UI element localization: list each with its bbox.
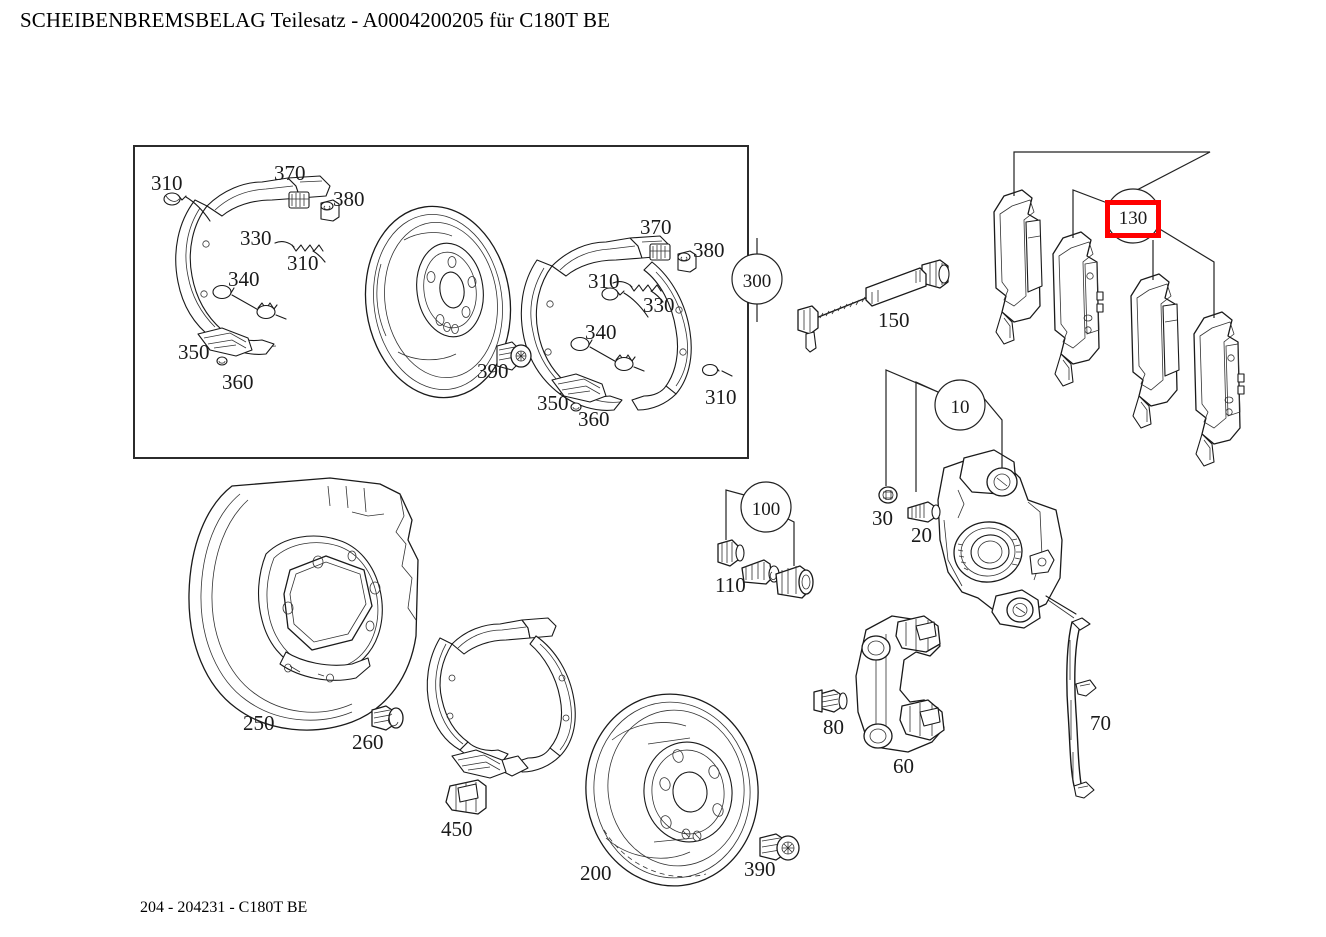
inset-bolt-390 <box>496 341 532 371</box>
inset-spring-310-left <box>163 192 211 222</box>
leader-lines-10 <box>885 369 1003 492</box>
item-label-250: 250 <box>243 711 275 735</box>
item-label-330-b: 330 <box>643 293 675 317</box>
caliper-bolt-30 <box>878 486 898 504</box>
page-footer: 204 - 204231 - C180T BE <box>140 899 308 916</box>
item-label-30: 30 <box>872 506 893 530</box>
brake-pad-4 <box>1193 311 1245 467</box>
inset-spring-330 <box>274 241 326 263</box>
inset-part-350-360-left <box>197 327 253 366</box>
brake-pad-1 <box>993 189 1043 345</box>
item-label-310-c: 310 <box>588 269 620 293</box>
guide-pin-20 <box>907 501 941 523</box>
callout-10-label: 10 <box>951 397 970 418</box>
page-title: SCHEIBENBREMSBELAG Teilesatz - A00042002… <box>20 8 611 32</box>
inset-spring-330-right <box>612 281 664 303</box>
brake-dust-shield-250 <box>188 477 419 731</box>
callout-130[interactable]: 130 <box>1105 188 1161 244</box>
callout-130-label: 130 <box>1119 208 1148 229</box>
inset-part-380-right <box>677 250 697 273</box>
callout-300-label: 300 <box>743 271 772 292</box>
item-label-310-b: 310 <box>287 251 319 275</box>
item-label-340-a: 340 <box>228 267 260 291</box>
item-label-360-b: 360 <box>578 407 610 431</box>
inset-spring-340-right <box>570 336 645 372</box>
inset-brake-disc-300 <box>364 205 512 399</box>
parking-brake-shoes-450 <box>426 617 576 815</box>
item-label-110: 110 <box>715 573 746 597</box>
item-label-200: 200 <box>580 861 612 885</box>
disc-bolt-390 <box>759 833 800 861</box>
item-number-labels: 310 370 380 330 310 340 350 360 370 380 … <box>151 161 1111 885</box>
inset-part-370-right <box>649 243 671 261</box>
item-label-390-b: 390 <box>744 857 776 881</box>
item-label-370-a: 370 <box>274 161 306 185</box>
item-label-260: 260 <box>352 730 384 754</box>
brake-caliper-10 <box>937 449 1077 629</box>
item-label-350-a: 350 <box>178 340 210 364</box>
brake-pad-3 <box>1130 273 1180 429</box>
brake-wear-sensor-150 <box>797 259 950 353</box>
item-label-70: 70 <box>1090 711 1111 735</box>
callout-100[interactable]: 100 <box>740 481 792 533</box>
item-label-380-a: 380 <box>333 187 365 211</box>
dust-shield-bolt-260 <box>371 705 404 731</box>
item-label-390-a: 390 <box>477 359 509 383</box>
caliper-carrier-60 <box>855 615 945 753</box>
guide-pin-kit-100 <box>717 539 814 599</box>
callout-10[interactable]: 10 <box>934 379 986 431</box>
item-label-370-b: 370 <box>640 215 672 239</box>
item-label-310-a: 310 <box>151 171 183 195</box>
item-label-150: 150 <box>878 308 910 332</box>
callout-300[interactable]: 300 <box>731 238 783 322</box>
item-label-80: 80 <box>823 715 844 739</box>
brake-pad-2 <box>1052 231 1104 387</box>
inset-spring-340-left <box>212 284 287 320</box>
inset-spring-310-right <box>601 287 649 318</box>
item-label-330-a: 330 <box>240 226 272 250</box>
item-label-350-b: 350 <box>537 391 569 415</box>
item-label-340-b: 340 <box>585 320 617 344</box>
item-label-20: 20 <box>911 523 932 547</box>
inset-spring-310-far-right <box>701 363 733 377</box>
brake-disc-200 <box>585 693 759 887</box>
leader-lines-130 <box>1013 151 1215 318</box>
item-label-380-b: 380 <box>693 238 725 262</box>
item-label-450: 450 <box>441 817 473 841</box>
inset-part-380-left <box>320 199 340 222</box>
callout-100-label: 100 <box>752 499 781 520</box>
pad-retaining-spring-70 <box>1066 617 1097 799</box>
inset-part-370-left <box>288 191 310 209</box>
item-label-360-a: 360 <box>222 370 254 394</box>
item-label-310-d: 310 <box>705 385 737 409</box>
item-label-60: 60 <box>893 754 914 778</box>
carrier-bolt-80 <box>813 689 848 713</box>
inset-part-350-360-right <box>551 373 607 412</box>
leader-lines-100 <box>725 489 795 566</box>
